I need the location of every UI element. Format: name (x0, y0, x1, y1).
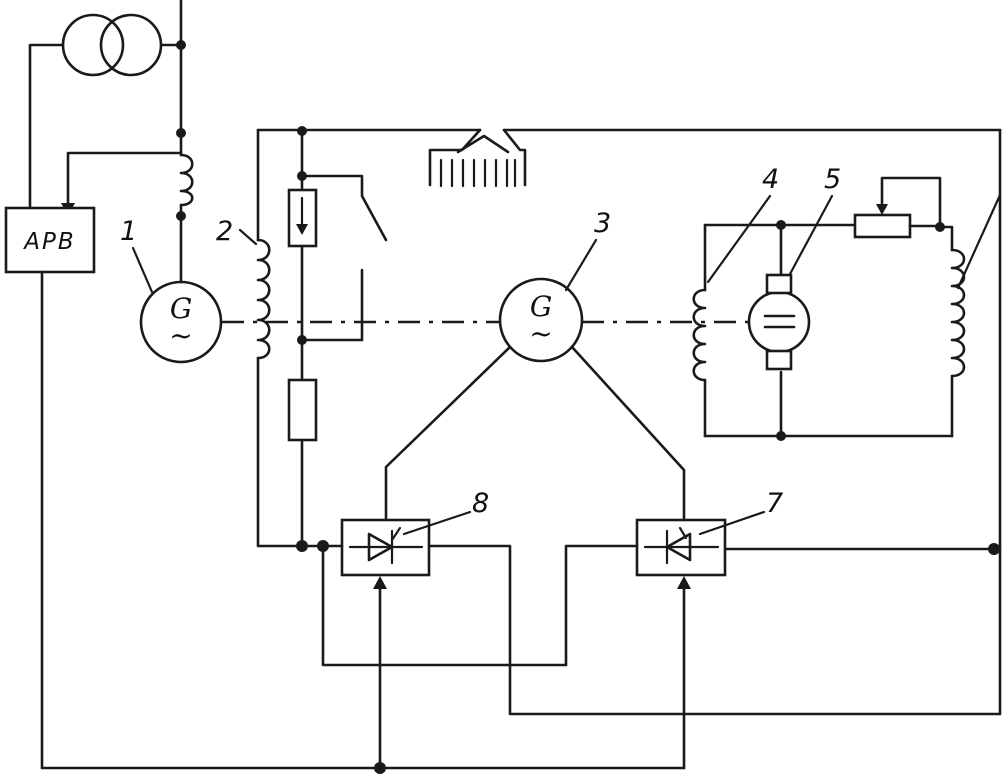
svg-text:G: G (530, 290, 552, 323)
dc-machine (747, 273, 811, 371)
field-discharge-branch (287, 129, 318, 552)
main-generator: G ~ (139, 280, 223, 364)
arv-label: АРВ (22, 229, 75, 255)
current-transformer-coil (176, 153, 194, 284)
label-7: 7 (766, 488, 783, 519)
label-3: 3 (594, 208, 611, 239)
field-breaker-switch (300, 174, 388, 342)
arv-regulator-box: АРВ (4, 206, 96, 274)
label-8: 8 (472, 488, 489, 519)
svg-text:~: ~ (529, 317, 552, 350)
label-2: 2 (216, 216, 233, 247)
dc-machine-circuit (692, 176, 966, 441)
label-5: 5 (824, 164, 841, 195)
svg-text:G: G (170, 292, 192, 325)
bus-line (159, 0, 186, 157)
transformer (61, 13, 163, 77)
label-4: 4 (762, 164, 779, 195)
thyristor-converter-7 (635, 518, 727, 577)
exciter-winding (256, 128, 271, 547)
thyristor-converter-8 (340, 518, 431, 577)
discharge-comb (428, 128, 527, 188)
auxiliary-generator: G ~ (498, 277, 584, 363)
label-1: 1 (120, 216, 137, 247)
svg-text:~: ~ (169, 319, 192, 352)
